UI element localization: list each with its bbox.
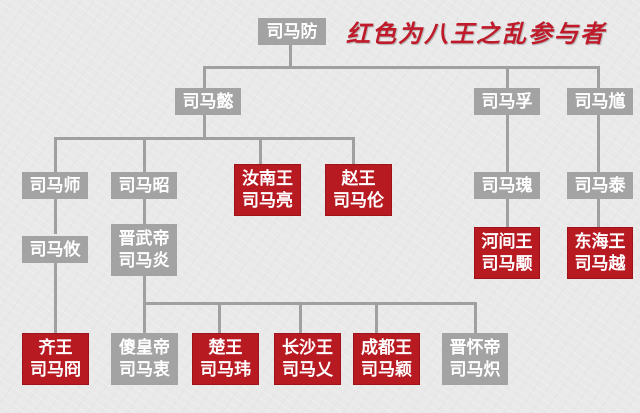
connector xyxy=(54,262,57,336)
node-title: 河间王 xyxy=(481,232,533,252)
connector xyxy=(299,302,302,336)
node-label: 司马衷 xyxy=(119,360,170,380)
connector xyxy=(218,302,221,336)
node-sima-zhong: 傻皇帝 司马衷 xyxy=(111,333,178,385)
node-title: 东海王 xyxy=(574,232,626,252)
node-label: 司马乂 xyxy=(282,360,333,380)
connector xyxy=(352,137,355,165)
node-label: 司马泰 xyxy=(574,175,626,196)
node-label: 司马炽 xyxy=(449,360,501,380)
connector xyxy=(54,137,354,140)
connector xyxy=(375,302,378,336)
node-title: 齐王 xyxy=(38,338,73,358)
node-label: 司马师 xyxy=(29,175,81,196)
node-label: 司马瑰 xyxy=(481,175,533,196)
node-title: 晋武帝 xyxy=(118,229,170,249)
node-sima-shi: 司马师 xyxy=(22,172,88,199)
connector xyxy=(54,137,57,172)
node-label: 司马玮 xyxy=(200,360,251,380)
node-title: 楚王 xyxy=(208,338,243,358)
node-sima-yong: 河间王 司马颙 xyxy=(474,227,540,279)
node-label: 司马亮 xyxy=(242,191,293,211)
connector xyxy=(203,66,598,69)
node-label: 司马懿 xyxy=(182,91,234,112)
node-label: 司马颖 xyxy=(361,360,412,380)
node-label: 司马伦 xyxy=(333,191,384,211)
node-title: 傻皇帝 xyxy=(119,338,170,358)
node-sima-lun: 赵王 司马伦 xyxy=(325,164,392,216)
node-label: 司马孚 xyxy=(481,91,533,112)
connector xyxy=(203,66,206,90)
node-label: 司马馗 xyxy=(574,91,626,112)
connector xyxy=(506,198,509,228)
connector xyxy=(259,137,262,165)
node-sima-tai: 司马泰 xyxy=(567,172,633,199)
connector xyxy=(506,114,509,174)
node-sima-yue: 东海王 司马越 xyxy=(567,227,633,279)
connector xyxy=(289,45,292,67)
node-title: 长沙王 xyxy=(282,338,333,358)
node-label: 司马防 xyxy=(266,21,318,42)
node-sima-fang: 司马防 xyxy=(258,18,326,45)
connector xyxy=(474,302,477,336)
connector xyxy=(597,66,600,90)
node-sima-fu: 司马孚 xyxy=(474,88,540,115)
node-sima-ying: 成都王 司马颖 xyxy=(353,333,420,385)
node-label: 司马冏 xyxy=(30,360,81,380)
node-label: 司马昭 xyxy=(118,175,170,196)
connector xyxy=(597,114,600,174)
node-sima-wei: 楚王 司马玮 xyxy=(192,333,259,385)
connector xyxy=(54,198,57,234)
connector xyxy=(143,302,477,305)
node-sima-you: 司马攸 xyxy=(22,236,88,263)
node-sima-jiong: 齐王 司马冏 xyxy=(22,333,89,385)
node-label: 司马越 xyxy=(574,254,626,274)
node-sima-chi: 晋怀帝 司马炽 xyxy=(442,333,508,385)
node-label: 司马颙 xyxy=(481,254,533,274)
node-label: 司马攸 xyxy=(29,239,81,260)
node-sima-zhao: 司马昭 xyxy=(111,172,177,199)
node-title: 晋怀帝 xyxy=(449,338,501,358)
connector xyxy=(143,137,146,172)
node-title: 汝南王 xyxy=(242,169,293,189)
node-sima-ai: 长沙王 司马乂 xyxy=(274,333,341,385)
connector xyxy=(506,66,509,90)
legend-title: 红色为八王之乱参与者 xyxy=(346,19,606,48)
node-sima-kui: 司马馗 xyxy=(567,88,633,115)
node-sima-liang: 汝南王 司马亮 xyxy=(234,164,301,216)
connector xyxy=(143,275,146,336)
node-label: 司马炎 xyxy=(118,251,170,271)
node-sima-yi: 司马懿 xyxy=(175,88,241,115)
connector xyxy=(597,198,600,228)
connector xyxy=(203,114,206,138)
node-sima-gui: 司马瑰 xyxy=(474,172,540,199)
node-title: 赵王 xyxy=(341,169,376,189)
node-title: 成都王 xyxy=(361,338,412,358)
node-sima-yan: 晋武帝 司马炎 xyxy=(111,224,177,276)
connector xyxy=(143,198,146,224)
